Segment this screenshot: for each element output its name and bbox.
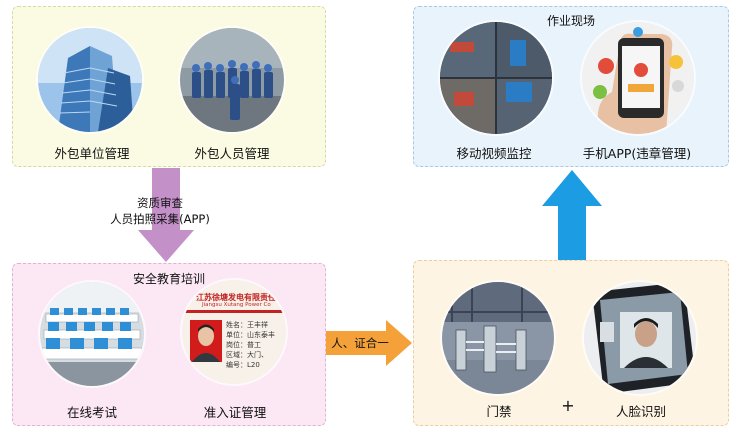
worksite-title: 作业现场 [546,14,595,28]
permit-field-area: 区域：大门、 [226,351,268,359]
qualification-line1: 资质审查 [137,196,183,210]
mobile-app-label: 手机APP(违章管理) [582,146,692,161]
permit-field-number: 编号：L20 [226,361,260,369]
permit-header-bar [182,310,286,313]
outsource-staff-image [180,28,284,132]
permit-photo [190,320,222,362]
permit-field-unit: 单位：山东泰丰 [226,331,275,339]
permit-company: 江苏徐塘发电有限责任 [196,293,276,302]
video-monitor-image [440,22,552,134]
gate-label: 门禁 [486,404,512,419]
face-recognition-image [584,282,696,394]
online-exam-label: 在线考试 [66,405,118,420]
outsource-staff-label: 外包人员管理 [194,146,270,161]
video-monitor-label: 移动视频监控 [456,146,532,161]
permit-company-en: Jiangsu Xutang Power Co [202,302,271,308]
plus-sign: + [561,396,575,415]
right-arrow-icon [326,320,412,366]
online-exam-image [40,282,144,386]
outsource-unit-label: 外包单位管理 [54,146,130,161]
permit-fields: 姓名：王丰祥 单位：山东泰丰 岗位：普工 区域：大门、 编号：L20 [226,320,275,370]
mobile-app-image [582,22,694,134]
permit-field-name: 姓名：王丰祥 [226,321,268,329]
face-recognition-label: 人脸识别 [615,404,667,419]
qualification-line2: 人员拍照采集(APP) [110,212,210,226]
person-permit-label: 人、证合一 [331,336,389,350]
gate-image [442,282,554,394]
permit-field-post: 岗位：普工 [226,341,261,349]
permit-label: 准入证管理 [203,405,267,420]
up-arrow-icon [542,170,602,260]
down-arrow-icon [138,168,194,262]
permit-card-image: 江苏徐塘发电有限责任 Jiangsu Xutang Power Co 姓名：王丰… [182,280,286,384]
qualification-label: 资质审查 人员拍照采集(APP) [100,195,220,227]
outsource-unit-image [38,28,142,132]
